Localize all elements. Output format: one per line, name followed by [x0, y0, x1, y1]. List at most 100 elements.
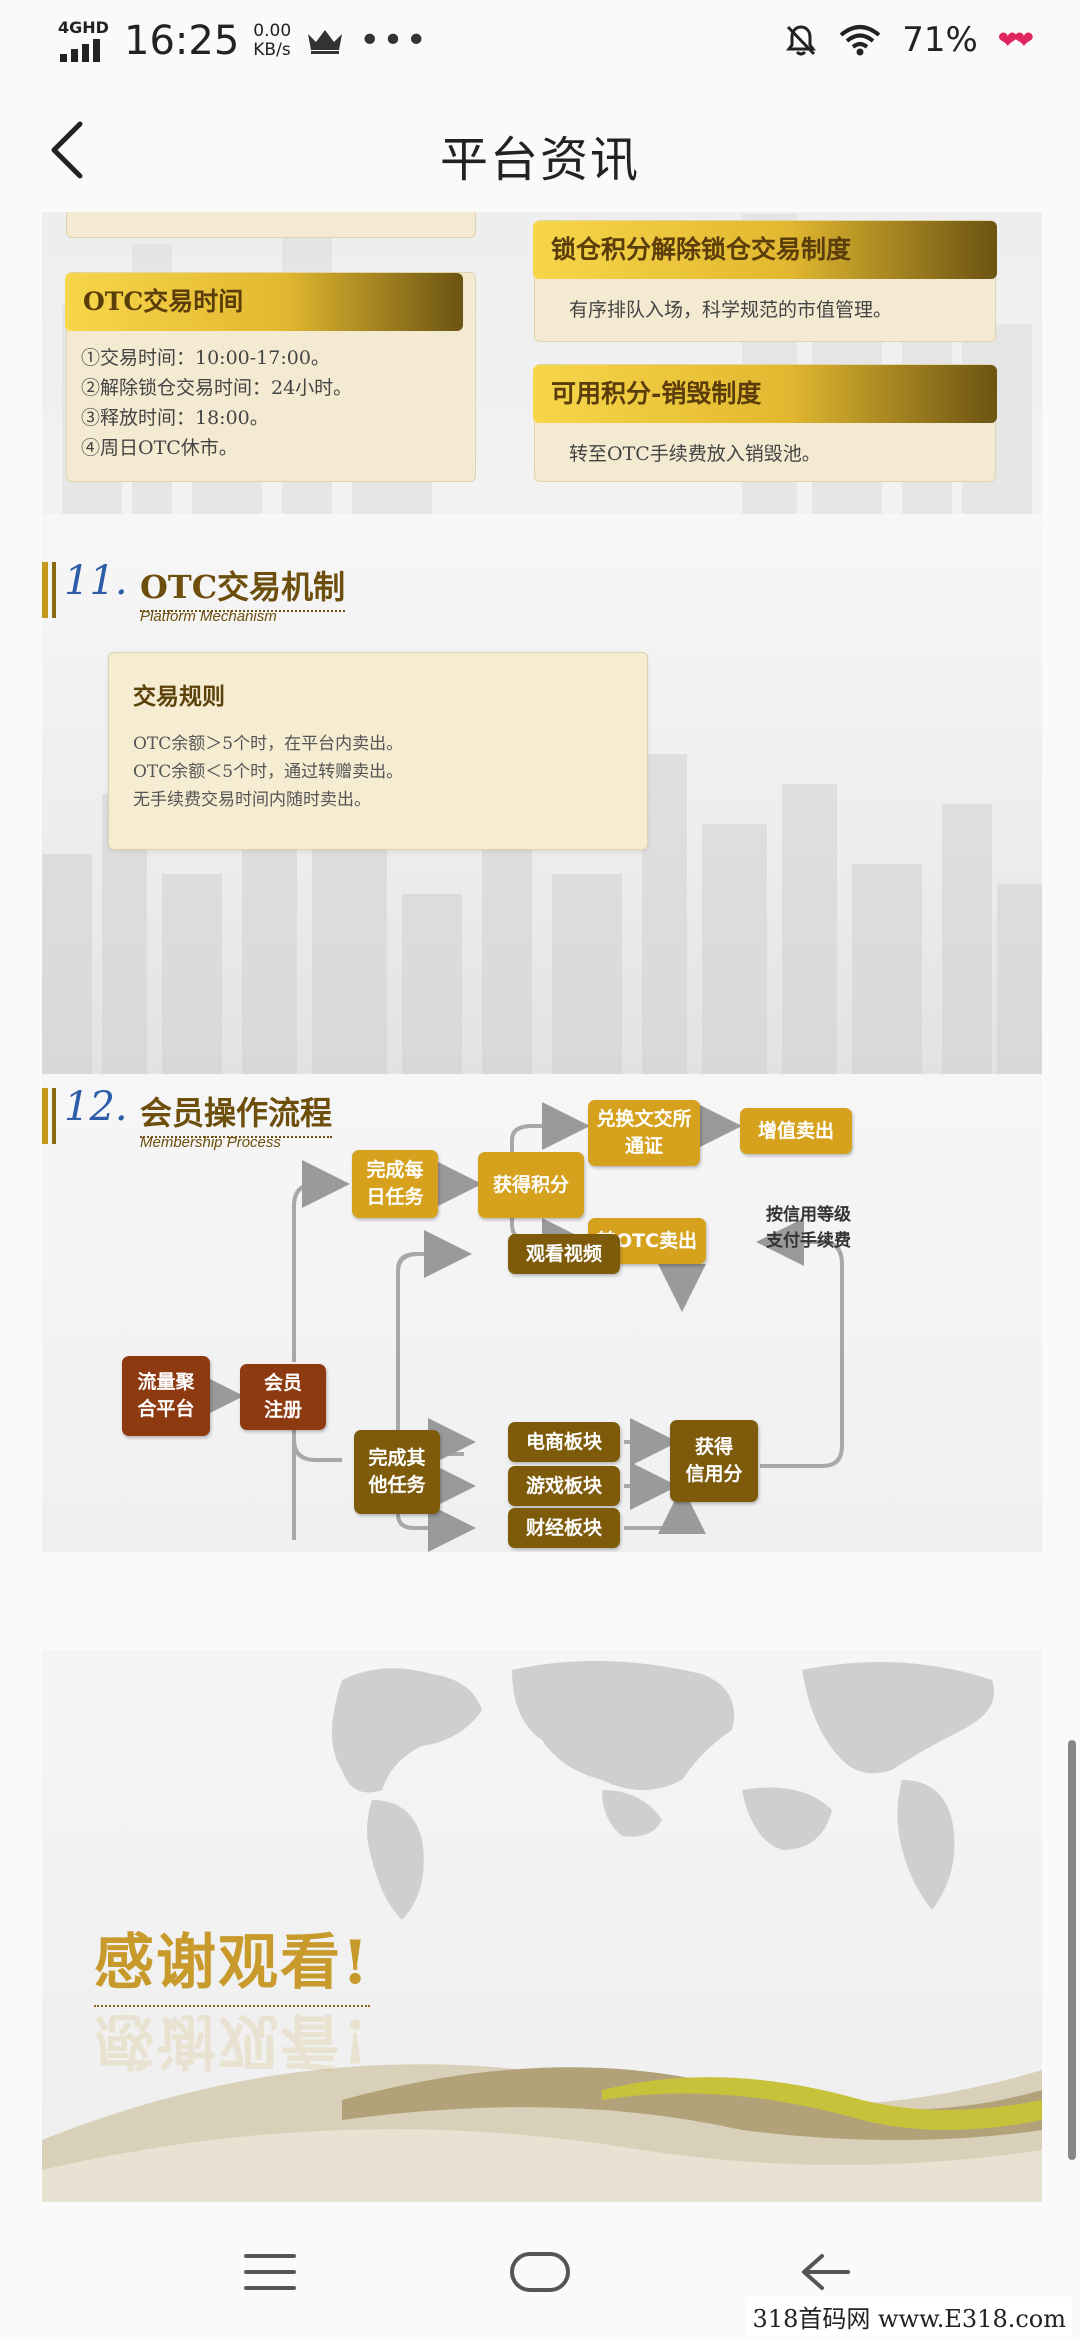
flow-node-ecommerce: 电商板块	[508, 1422, 620, 1462]
rules-title: 交易规则	[133, 683, 225, 710]
network-type: 4GHD	[58, 18, 109, 37]
otc-time-line: ①交易时间：10:00-17:00。	[81, 347, 330, 369]
node-label: 获得积分	[492, 1173, 569, 1196]
node-label: 增值卖出	[757, 1119, 834, 1142]
section-12-heading: 12. 会员操作流程 Membership Process	[42, 1082, 442, 1162]
heart-icon: ❤❤	[997, 26, 1034, 54]
flow-node-platform: 流量聚合平台	[122, 1356, 210, 1436]
status-bar: 4GHD 16:25 0.00 KB/s •••	[0, 0, 1080, 90]
burn-title: 可用积分-销毁制度	[533, 365, 997, 423]
signal-icon: 4GHD	[58, 18, 110, 64]
flow-node-daily-tasks: 完成每日任务	[352, 1150, 438, 1218]
status-left: 4GHD 16:25 0.00 KB/s •••	[58, 18, 429, 64]
section-number: 11.	[64, 558, 128, 604]
heading-accent	[42, 562, 48, 618]
thanks-reflection: 感谢观看!	[94, 2005, 371, 2075]
back-button[interactable]	[40, 118, 100, 182]
node-label: 会员	[263, 1372, 302, 1394]
wifi-icon	[839, 25, 881, 56]
flow-node-watch-video: 观看视频	[508, 1234, 620, 1274]
flow-node-other-tasks: 完成其他任务	[354, 1430, 440, 1514]
section-title: OTC交易机制	[140, 562, 346, 612]
node-label: 信用分	[685, 1463, 743, 1485]
slide-membership-process: 12. 会员操作流程 Membership Process	[42, 1074, 1042, 1552]
fee-note: 按信用等级 支付手续费	[766, 1202, 851, 1254]
flow-node-exchange: 兑换文交所通证	[588, 1100, 700, 1166]
fee-note-line: 支付手续费	[766, 1231, 851, 1251]
otc-time-line: ②解除锁仓交易时间：24小时。	[81, 377, 353, 399]
world-map-graphic	[332, 1660, 994, 1920]
node-label: 完成其	[368, 1447, 426, 1469]
flow-node-register: 会员注册	[240, 1364, 326, 1430]
slide-thanks: 感谢观看! 感谢观看!	[42, 1650, 1042, 2202]
app-header: 平台资讯	[0, 90, 1080, 210]
status-right: 71% ❤❤	[784, 20, 1034, 60]
node-label: 合平台	[137, 1398, 195, 1420]
section-number: 12.	[64, 1084, 128, 1130]
section-11-heading: 11. OTC交易机制 Platform Mechanism	[42, 556, 442, 636]
heading-accent	[42, 1088, 48, 1144]
system-nav-bar: 318首码网 www.E318.com	[0, 2210, 1080, 2340]
node-label: 兑换文交所	[596, 1108, 692, 1130]
speed-value: 0.00	[253, 21, 292, 41]
heading-accent	[52, 562, 56, 618]
rules-line: OTC余额＞5个时，在平台内卖出。	[133, 734, 404, 754]
node-label: 他任务	[368, 1474, 426, 1496]
flow-node-value-sell: 增值卖出	[740, 1108, 852, 1154]
burn-desc: 转至OTC手续费放入销毁池。	[569, 443, 821, 465]
crown-icon	[308, 30, 343, 54]
site-watermark: 318首码网 www.E318.com	[746, 2297, 1072, 2336]
fee-note-line: 按信用等级	[766, 1205, 851, 1225]
trading-rules-card: 交易规则 OTC余额＞5个时，在平台内卖出。 OTC余额＜5个时，通过转赠卖出。…	[108, 652, 648, 850]
node-label: 获得	[694, 1436, 733, 1458]
node-label: 财经板块	[525, 1516, 602, 1539]
net-speed: 0.00 KB/s	[253, 22, 291, 60]
node-label: 注册	[263, 1399, 302, 1421]
scrollbar[interactable]	[1068, 1740, 1076, 2160]
section-subtitle: Membership Process	[140, 1134, 281, 1151]
flow-arrows	[194, 1102, 844, 1552]
home-icon[interactable]	[508, 2250, 572, 2294]
lock-card: 锁仓积分解除锁仓交易制度 有序排队入场，科学规范的市值管理。	[533, 220, 997, 342]
node-label: 流量聚	[137, 1371, 195, 1393]
node-label: 观看视频	[525, 1242, 602, 1265]
page-title: 平台资讯	[439, 132, 640, 188]
flow-node-points: 获得积分	[478, 1152, 584, 1218]
menu-icon[interactable]	[242, 2250, 298, 2294]
section-subtitle: Platform Mechanism	[140, 608, 277, 625]
speed-unit: KB/s	[253, 40, 291, 60]
node-label: 日任务	[366, 1186, 424, 1208]
node-label: 电商板块	[525, 1430, 602, 1453]
clock: 16:25	[124, 18, 240, 64]
node-label: 游戏板块	[525, 1474, 602, 1497]
gold-wave-graphic	[42, 2064, 1042, 2202]
burn-card: 可用积分-销毁制度 转至OTC手续费放入销毁池。	[533, 364, 997, 482]
article-content: OTC交易时间 ①交易时间：10:00-17:00。 ②解除锁仓交易时间：24小…	[42, 212, 1042, 2202]
flow-node-otc-sell: 转OTC卖出	[588, 1218, 706, 1264]
rules-line: 无手续费交易时间内随时卖出。	[133, 790, 371, 810]
slide-otc-rules: OTC交易时间 ①交易时间：10:00-17:00。 ②解除锁仓交易时间：24小…	[42, 212, 1042, 514]
node-label: 完成每	[366, 1159, 424, 1181]
more-notifications-icon: •••	[359, 20, 429, 61]
otc-time-line: ③释放时间：18:00。	[81, 407, 269, 429]
bell-muted-icon	[786, 25, 817, 56]
otc-time-line: ④周日OTC休市。	[81, 437, 238, 459]
otc-time-title: OTC交易时间	[65, 273, 463, 331]
flow-node-credit: 获得信用分	[670, 1420, 758, 1502]
heading-accent	[52, 1088, 56, 1144]
partial-card	[66, 212, 476, 238]
section-title: 会员操作流程	[140, 1088, 333, 1138]
back-nav-icon[interactable]	[796, 2250, 852, 2294]
thanks-text: 感谢观看!	[94, 1914, 371, 2007]
node-label: 转OTC卖出	[596, 1229, 698, 1252]
battery-level: 71%	[902, 20, 978, 60]
flow-node-finance: 财经板块	[508, 1508, 620, 1548]
rules-line: OTC余额＜5个时，通过转赠卖出。	[133, 762, 404, 782]
slide-otc-mechanism: 11. OTC交易机制 Platform Mechanism 交易规则 OTC余…	[42, 514, 1042, 1074]
lock-desc: 有序排队入场，科学规范的市值管理。	[569, 299, 893, 321]
otc-time-card: OTC交易时间 ①交易时间：10:00-17:00。 ②解除锁仓交易时间：24小…	[65, 272, 476, 482]
lock-title: 锁仓积分解除锁仓交易制度	[533, 221, 997, 279]
skyline-background	[42, 754, 1042, 1074]
node-label: 通证	[624, 1135, 663, 1157]
